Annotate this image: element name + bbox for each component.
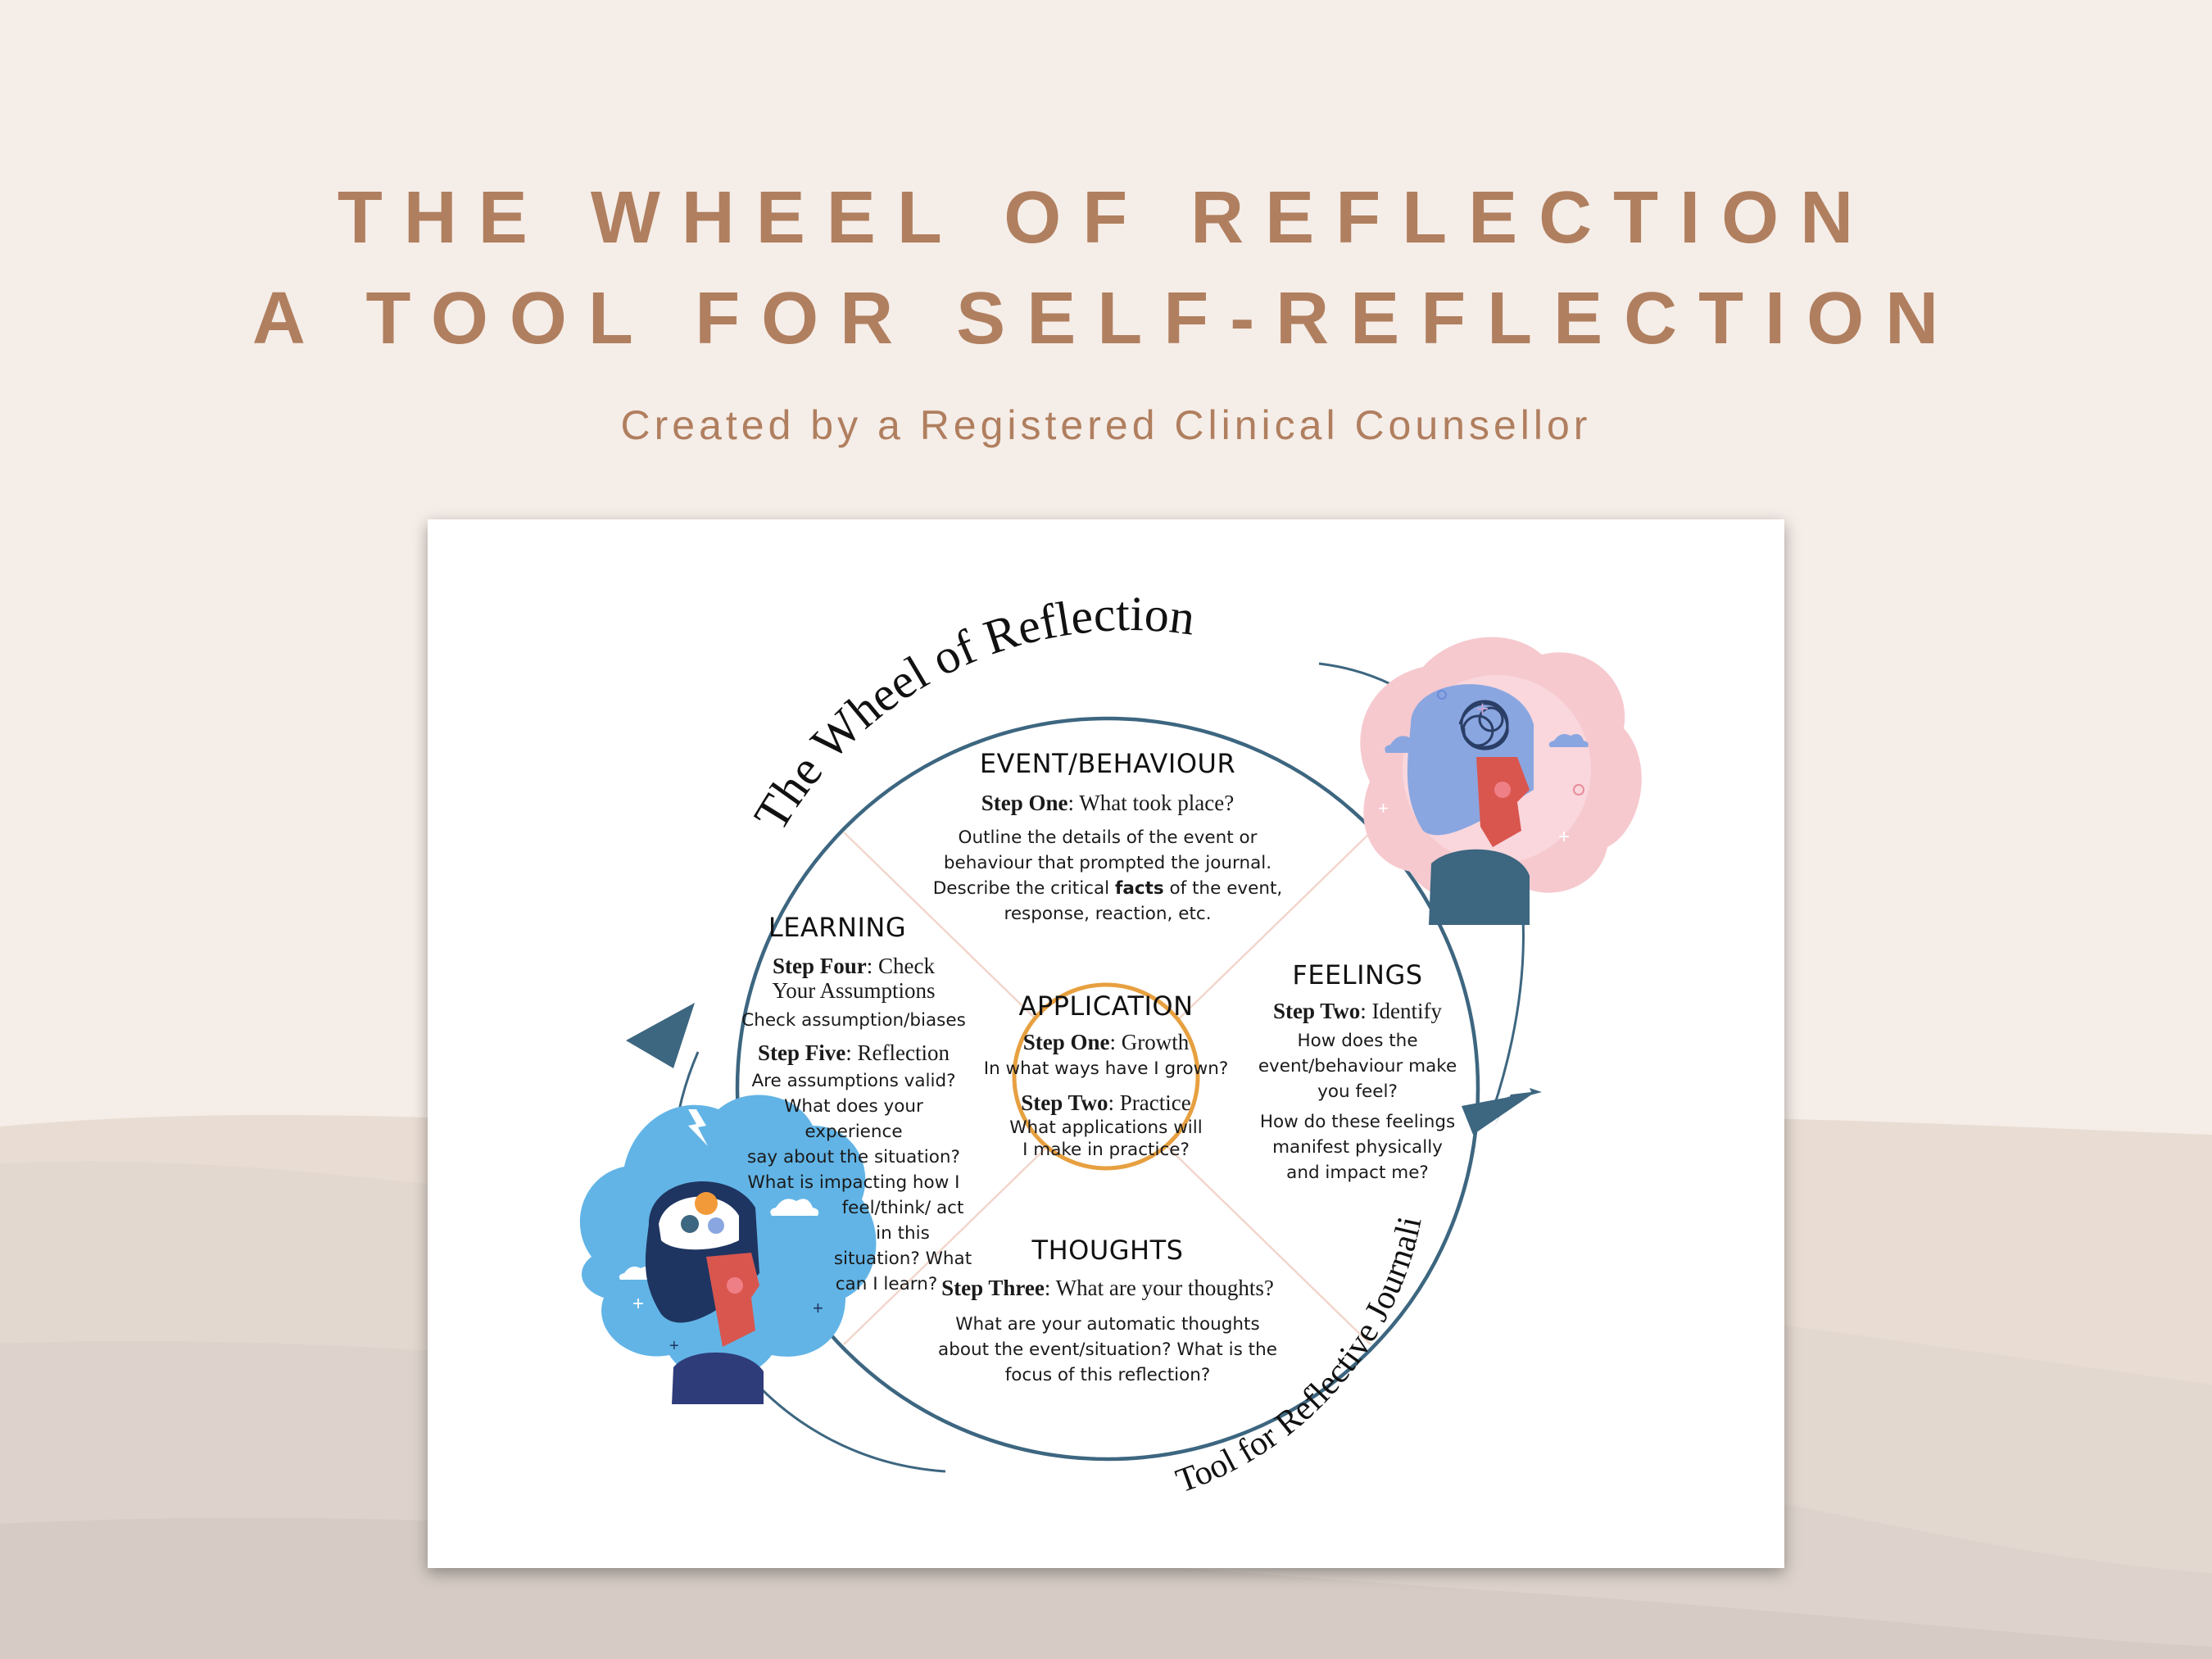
application-step-two-text: : Practice xyxy=(1108,1090,1191,1115)
learning-line: What is impacting how I xyxy=(747,1172,960,1193)
learning-description: Are assumptions valid? What does your ex… xyxy=(735,1068,972,1297)
event-behaviour-section: EVENT/BEHAVIOUR Step One: What took plac… xyxy=(895,747,1321,927)
svg-text:+: + xyxy=(1558,826,1570,848)
application-step-two-label: Step Two xyxy=(1021,1090,1108,1115)
thoughts-description: What are your automatic thoughts about t… xyxy=(895,1312,1321,1388)
learning-step-four-text: : Check xyxy=(866,954,935,978)
application-heading: APPLICATION xyxy=(1018,990,1194,1022)
application-step-one-desc: In what ways have I grown? xyxy=(983,1058,1229,1079)
learning-heading: LEARNING xyxy=(768,912,907,943)
event-step: Step One: What took place? xyxy=(895,790,1321,817)
learning-step-five-text: : Reflection xyxy=(845,1040,950,1065)
tangled-mind-woman-illustration: + + + xyxy=(1360,637,1642,925)
feelings-line: event/behaviour make xyxy=(1258,1056,1457,1077)
event-line-4: response, reaction, etc. xyxy=(1004,904,1212,924)
application-step-one: Step One: Growth xyxy=(983,1029,1229,1056)
feelings-section: FEELINGS Step Two: Identify How does the… xyxy=(1251,959,1464,1185)
learning-line: Are assumptions valid? xyxy=(751,1071,956,1091)
application-step-one-label: Step One xyxy=(1022,1030,1110,1054)
feelings-description-b: How do these feelings manifest physicall… xyxy=(1251,1109,1464,1185)
event-line-3-pre: Describe the critical xyxy=(932,878,1115,899)
feelings-line: and impact me? xyxy=(1286,1163,1429,1183)
learning-step-five-label: Step Five xyxy=(758,1040,846,1065)
feelings-line: you feel? xyxy=(1317,1081,1398,1102)
application-section: APPLICATION Step One: Growth In what way… xyxy=(983,990,1229,1161)
feelings-line: manifest physically xyxy=(1272,1137,1443,1158)
gears-mind-woman-illustration: + + + xyxy=(579,1095,877,1404)
svg-text:+: + xyxy=(813,1298,823,1318)
event-step-text: : What took place? xyxy=(1067,791,1235,815)
wheel-worksheet: + + + + + + The Wheel of Reflectio xyxy=(428,519,1784,1568)
feelings-step-label: Step Two xyxy=(1272,999,1361,1023)
application-ring xyxy=(1012,982,1200,1171)
svg-text:+: + xyxy=(1476,696,1489,721)
learning-line: What does your experience xyxy=(784,1096,923,1142)
thoughts-step-text: : What are your thoughts? xyxy=(1044,1276,1274,1300)
feelings-description-a: How does the event/behaviour make you fe… xyxy=(1251,1028,1464,1104)
learning-line: can I learn? xyxy=(835,1274,938,1294)
application-step-two-line-1: What applications will xyxy=(1009,1117,1203,1138)
feelings-step: Step Two: Identify xyxy=(1251,998,1464,1025)
learning-line: feel/think/ act in this xyxy=(841,1198,964,1244)
wheel-graphics: + + + + + + The Wheel of Reflectio xyxy=(428,519,1642,1501)
event-description: Outline the details of the event or beha… xyxy=(895,825,1321,927)
application-step-two-desc: What applications will I make in practic… xyxy=(983,1117,1229,1161)
event-line-2: behaviour that prompted the journal. xyxy=(943,853,1272,873)
event-line-1: Outline the details of the event or xyxy=(958,827,1258,848)
page-title-line-2: A TOOL FOR SELF-REFLECTION xyxy=(252,278,1960,360)
event-step-label: Step One xyxy=(981,791,1068,815)
feelings-line: How does the xyxy=(1297,1031,1418,1051)
thoughts-section: THOUGHTS Step Three: What are your thoug… xyxy=(895,1234,1321,1388)
learning-step-four-desc: Check assumption/biases xyxy=(741,1010,966,1031)
feelings-line: How do these feelings xyxy=(1259,1112,1456,1132)
thoughts-line: What are your automatic thoughts xyxy=(955,1314,1260,1335)
thoughts-step-label: Step Three xyxy=(941,1276,1045,1300)
page-subtitle: Created by a Registered Clinical Counsel… xyxy=(620,402,1592,448)
learning-step-four-label: Step Four xyxy=(773,954,867,978)
thoughts-line: focus of this reflection? xyxy=(1004,1365,1211,1385)
svg-text:+: + xyxy=(632,1293,644,1315)
thoughts-line: about the event/situation? What is the xyxy=(938,1339,1277,1360)
outer-wheel-ring xyxy=(735,716,1480,1462)
thoughts-heading: THOUGHTS xyxy=(1031,1235,1184,1266)
page-title-line-1: THE WHEEL OF REFLECTION xyxy=(337,177,1875,259)
event-line-3-post: of the event, xyxy=(1163,878,1283,899)
learning-line: say about the situation? xyxy=(747,1147,960,1167)
thoughts-step: Step Three: What are your thoughts? xyxy=(895,1275,1321,1302)
event-heading: EVENT/BEHAVIOUR xyxy=(979,748,1236,779)
svg-text:+: + xyxy=(669,1337,679,1355)
application-step-two: Step Two: Practice xyxy=(983,1090,1229,1117)
event-line-3: Describe the critical facts of the event… xyxy=(895,876,1321,901)
svg-text:+: + xyxy=(1378,798,1389,818)
application-step-two-line-2: I make in practice? xyxy=(1022,1140,1190,1160)
application-step-one-text: : Growth xyxy=(1109,1030,1190,1054)
feelings-heading: FEELINGS xyxy=(1292,959,1423,990)
learning-line: situation? What xyxy=(833,1249,972,1269)
event-line-3-bold: facts xyxy=(1115,878,1164,899)
learning-step-five: Step Five: Reflection xyxy=(735,1040,972,1067)
learning-step-four-line-2: Your Assumptions xyxy=(772,978,936,1003)
feelings-step-text: : Identify xyxy=(1360,999,1442,1023)
